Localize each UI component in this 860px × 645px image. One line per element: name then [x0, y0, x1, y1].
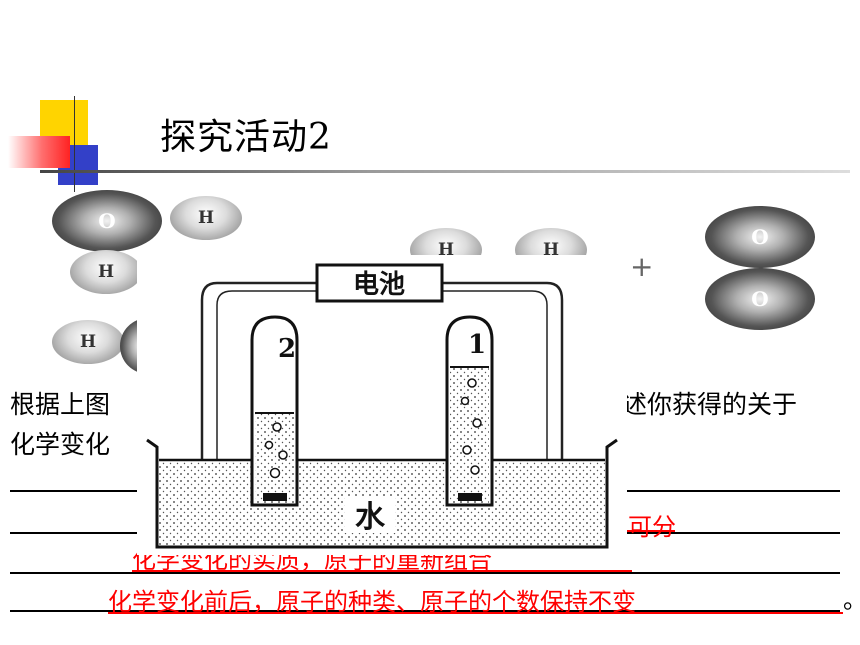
- hydrogen-atom-water-1b: H: [70, 250, 142, 294]
- title-underline: [40, 170, 850, 173]
- hydrogen-atom-water-1a: H: [170, 196, 242, 240]
- decor-red-gradient-bar: [8, 136, 70, 168]
- electrolysis-illustration: 电池 水 2 1: [146, 263, 618, 549]
- battery-label: 电池: [353, 270, 405, 300]
- answer-1-fragment: 可分: [628, 513, 676, 541]
- slide-title: 探究活动2: [160, 117, 332, 158]
- question-text-line2-left: 化学变化: [10, 430, 111, 459]
- answer-3-underline: [108, 612, 843, 614]
- answer-3-text: 化学变化前后，原子的种类、原子的个数保持不变: [108, 588, 636, 616]
- oxygen-atom-o2-a: O: [705, 206, 815, 268]
- oxygen-atom-water-1: O: [52, 190, 162, 252]
- oxygen-atom-o2-b: O: [705, 268, 815, 330]
- answer-2-underline: [132, 570, 632, 572]
- answer-blank-4: [10, 610, 840, 612]
- answer-blank-3: [10, 572, 840, 574]
- tube-1-label: 1: [468, 330, 486, 360]
- water-label: 水: [355, 500, 386, 535]
- answer-3-period: 。: [843, 580, 860, 615]
- question-text-line1-left: 根据上图: [10, 390, 111, 419]
- electrolysis-diagram: 电池 水 2 1: [137, 255, 627, 555]
- battery-box: [315, 263, 444, 303]
- plus-sign: +: [630, 250, 654, 283]
- tube-2-label: 2: [278, 334, 296, 364]
- question-text-line1-right: 述你获得的关于: [622, 390, 798, 419]
- decor-vertical-line: [74, 96, 75, 192]
- hydrogen-atom-water-2a: H: [52, 320, 124, 364]
